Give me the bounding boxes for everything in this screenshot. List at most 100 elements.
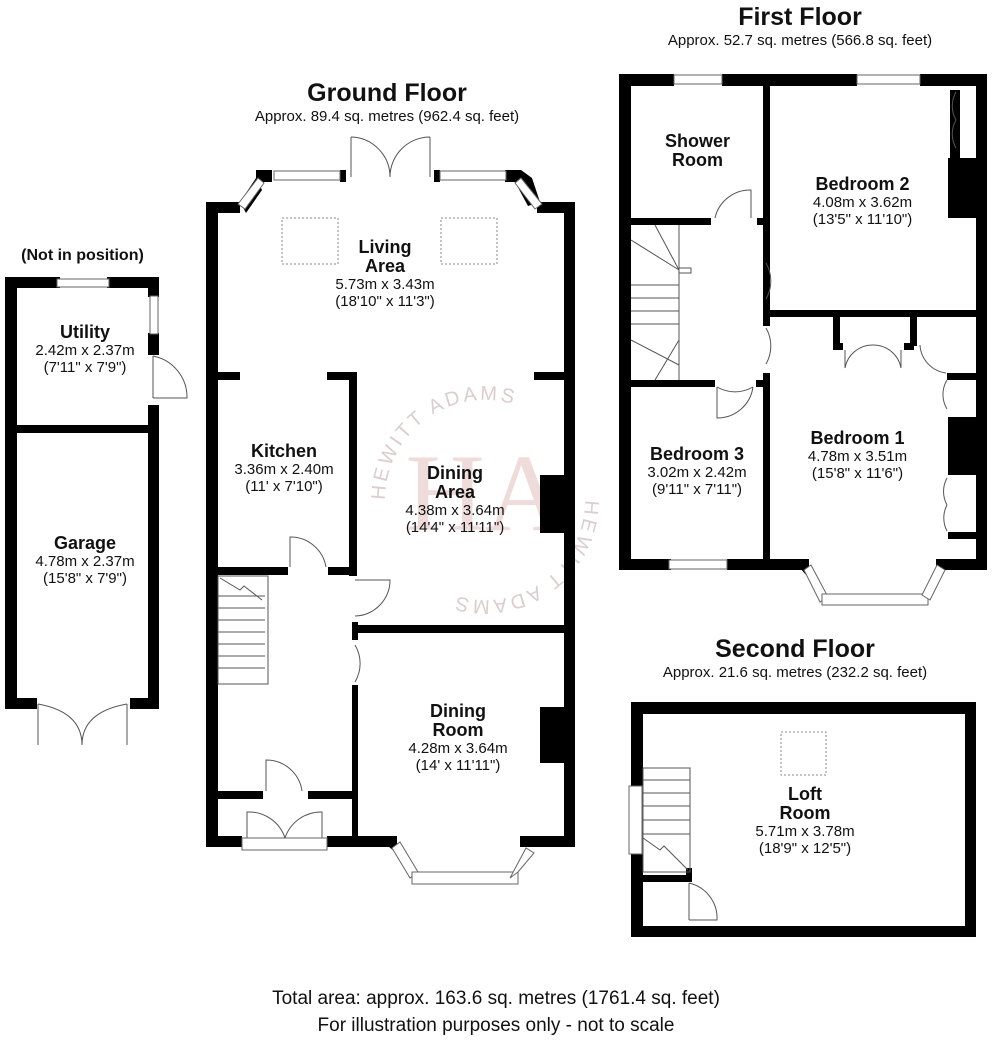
outbuilding-walls — [5, 277, 159, 709]
room-metric: 4.78m x 3.51m — [807, 447, 908, 465]
skylight — [440, 217, 498, 265]
staircase — [630, 224, 692, 381]
room-living-area: Living Area 5.73m x 3.43m (18'10" x 11'3… — [300, 238, 470, 310]
total-area: Total area: approx. 163.6 sq. metres (17… — [272, 988, 720, 1009]
room-dining-area: Dining Area 4.38m x 3.64m (14'4" x 11'11… — [375, 464, 535, 536]
window — [273, 170, 341, 181]
room-metric: 2.42m x 2.37m — [35, 341, 135, 359]
room-dining-room: Dining Room 4.28m x 3.64m (14' x 11'11") — [378, 702, 538, 774]
door-bedroom-1 — [765, 327, 772, 365]
wardrobe-doors — [951, 91, 957, 149]
room-imperial: (9'11" x 7'11") — [651, 481, 743, 499]
window — [56, 278, 110, 288]
room-imperial: (15'8" x 11'6") — [811, 465, 904, 483]
room-name: Loft — [788, 784, 822, 804]
door-porch — [265, 759, 303, 792]
room-metric: 4.38m x 3.64m — [405, 501, 505, 519]
room-imperial: (14'4" x 11'11") — [405, 519, 505, 537]
second-floor-walls — [631, 702, 976, 937]
room-metric: 5.73m x 3.43m — [335, 275, 435, 293]
room-name: Room — [432, 719, 484, 740]
room-name: Kitchen — [250, 441, 317, 461]
disclaimer: For illustration purposes only - not to … — [317, 1014, 675, 1036]
first-floor-walls — [619, 74, 987, 575]
room-name: Utility — [59, 322, 110, 342]
window — [514, 177, 543, 210]
window — [673, 74, 723, 85]
room-name: Area — [364, 255, 406, 276]
second-floor-area: Approx. 21.6 sq. metres (232.2 sq. feet) — [662, 664, 928, 682]
ground-floor-title: Ground Floor — [307, 79, 467, 107]
first-floor-title: First Floor — [738, 3, 862, 31]
wardrobe-doors — [943, 477, 948, 532]
room-bedroom-2: Bedroom 2 4.08m x 3.62m (13'5" x 11'10") — [785, 174, 940, 229]
room-name: Living — [358, 237, 412, 257]
front-door-frame — [241, 837, 328, 851]
room-imperial: (18'10" x 11'3") — [335, 293, 435, 311]
first-floor-heading: First Floor Approx. 52.7 sq. metres (566… — [640, 4, 960, 49]
door-dining-area — [354, 579, 391, 617]
watermark-monogram: HA — [406, 432, 565, 554]
door-bedroom-3 — [716, 386, 754, 419]
door-utility — [152, 355, 188, 399]
door-kitchen — [289, 536, 327, 568]
window — [856, 74, 921, 85]
room-garage: Garage 4.78m x 2.37m (15'8" x 7'9") — [20, 533, 150, 588]
window — [149, 295, 159, 335]
room-name: Bedroom 2 — [815, 174, 910, 194]
skylight — [281, 217, 339, 265]
wardrobe-door — [919, 344, 947, 374]
room-imperial: (7'11" x 7'9") — [43, 359, 127, 377]
room-metric: 4.78m x 2.37m — [35, 552, 135, 570]
room-kitchen: Kitchen 3.36m x 2.40m (11' x 7'10") — [218, 441, 350, 496]
room-imperial: (11' x 7'10") — [245, 478, 323, 496]
room-metric: 3.02m x 2.42m — [647, 463, 747, 481]
front-doors — [246, 811, 323, 839]
skylight — [780, 731, 827, 776]
room-utility: Utility 2.42m x 2.37m (7'11" x 7'9") — [20, 322, 150, 377]
room-name: Dining — [427, 463, 483, 483]
footer: Total area: approx. 163.6 sq. metres (17… — [200, 986, 792, 1039]
staircase — [217, 575, 269, 685]
room-imperial: (14' x 11'11") — [415, 757, 501, 775]
room-imperial: (18'9" x 12'5") — [758, 840, 852, 858]
window — [237, 177, 265, 210]
door-bedroom-2 — [765, 262, 772, 300]
outbuilding-note: (Not in position) — [21, 247, 144, 264]
french-doors — [350, 136, 431, 178]
room-metric: 3.36m x 2.40m — [234, 460, 334, 478]
bay-window — [411, 871, 519, 885]
garage-doors — [37, 703, 128, 746]
room-bedroom-3: Bedroom 3 3.02m x 2.42m (9'11" x 7'11") — [631, 444, 763, 499]
room-name: Bedroom 1 — [810, 428, 905, 448]
bay-window — [509, 847, 535, 879]
ground-floor-area: Approx. 89.4 sq. metres (962.4 sq. feet) — [254, 108, 520, 126]
room-name: Garage — [53, 533, 117, 553]
room-imperial: (13'5" x 11'10") — [812, 211, 913, 229]
door-shower-room — [714, 189, 752, 219]
room-name: Bedroom 3 — [649, 444, 745, 464]
wardrobe-doors — [844, 344, 902, 369]
room-metric: 4.28m x 3.64m — [408, 739, 508, 757]
room-name: Room — [779, 802, 831, 823]
room-loft-room: Loft Room 5.71m x 3.78m (18'9" x 12'5") — [730, 785, 880, 857]
second-floor-title: Second Floor — [715, 635, 875, 663]
room-bedroom-1: Bedroom 1 4.78m x 3.51m (15'8" x 11'6") — [780, 428, 935, 483]
room-name: Shower — [664, 131, 730, 151]
ground-floor-heading: Ground Floor Approx. 89.4 sq. metres (96… — [232, 80, 542, 125]
room-metric: 4.08m x 3.62m — [812, 193, 913, 211]
first-floor-area: Approx. 52.7 sq. metres (566.8 sq. feet) — [667, 32, 933, 50]
staircase — [642, 767, 691, 873]
door-dining-room — [354, 644, 361, 683]
room-name: Dining — [430, 701, 486, 721]
room-metric: 5.71m x 3.78m — [755, 822, 855, 840]
wardrobe-door — [942, 379, 948, 410]
room-name: Area — [434, 481, 476, 502]
window — [668, 559, 728, 570]
bay-window — [821, 593, 929, 606]
bay-window — [921, 564, 946, 601]
room-imperial: (15'8" x 7'9") — [43, 570, 127, 588]
door-loft-cupboard — [688, 882, 718, 921]
room-name: Room — [672, 149, 723, 170]
